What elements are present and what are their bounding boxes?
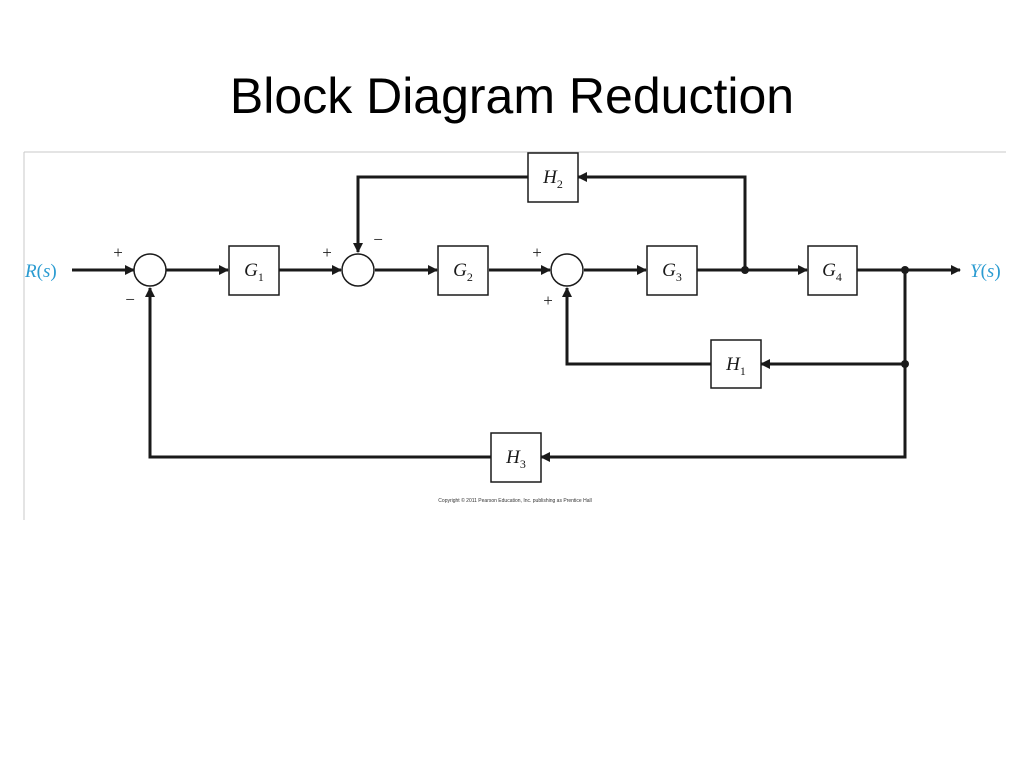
- sign-sum3-feedback: +: [543, 291, 553, 310]
- copyright-notice: Copyright © 2011 Pearson Education, Inc.…: [438, 497, 591, 504]
- pickoff-point-h1-branch: [901, 360, 909, 368]
- block-h3: [490, 432, 542, 483]
- label-g1: G1: [244, 260, 264, 284]
- sign-sum2-feedback: −: [373, 230, 383, 249]
- output-label: Y(s): [970, 261, 1001, 282]
- block-g2: [437, 245, 489, 296]
- signal-h2-to-sum2: [353, 175, 528, 253]
- block-diagram: G1 G2 G3 G4 H2 H1 H3 + − + − + + R(s) Y(…: [23, 151, 1006, 520]
- signal-to-h3: [540, 364, 907, 462]
- sign-sum2-input: +: [322, 243, 332, 262]
- block-g4: [807, 245, 858, 296]
- slide-title: Block Diagram Reduction: [229, 68, 795, 124]
- signal-h1-to-sum3: [562, 287, 711, 366]
- label-g3: G3: [662, 260, 682, 284]
- summing-junction-2: [341, 253, 375, 287]
- block-h2: [527, 152, 579, 203]
- summing-junction-3: [550, 253, 584, 287]
- label-h2: H2: [542, 167, 563, 191]
- block-h1: [710, 339, 762, 389]
- label-g4: G4: [822, 260, 842, 284]
- block-g1: [228, 245, 280, 296]
- sign-sum3-input: +: [532, 243, 542, 262]
- signal-h3-to-sum1: [145, 287, 491, 459]
- label-g2: G2: [453, 260, 473, 284]
- block-g3: [646, 245, 698, 296]
- summing-junction-1: [133, 253, 167, 287]
- sign-sum1-feedback: −: [125, 290, 135, 309]
- label-h3: H3: [505, 447, 526, 471]
- signal-to-h2: [577, 172, 747, 270]
- input-label: R(s): [24, 261, 57, 282]
- sign-sum1-input: +: [113, 243, 123, 262]
- label-h1: H1: [725, 354, 746, 378]
- pickoff-point-g3-output: [741, 266, 749, 274]
- pickoff-point-output: [901, 266, 909, 274]
